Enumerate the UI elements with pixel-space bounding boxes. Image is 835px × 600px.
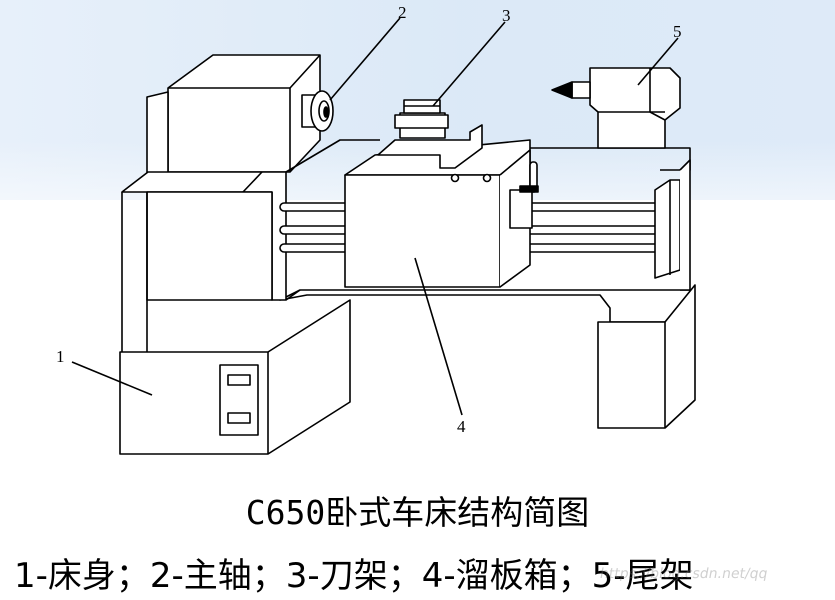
figure-legend: 1-床身；2-主轴；3-刀架；4-溜板箱；5-尾架: [14, 556, 694, 596]
bed-right-end: [654, 159, 691, 291]
callout-2-number: 2: [398, 3, 407, 22]
headstock-top-bevel: [289, 54, 321, 89]
figure-title: C650卧式车床结构简图: [245, 493, 590, 532]
apron-box: [344, 139, 539, 288]
watermark: https://blog.csdn.net/qq: [598, 566, 769, 582]
callout-1-number: 1: [56, 347, 65, 366]
tailstock-edge-3: [649, 111, 666, 121]
tailstock: [551, 67, 681, 149]
cross-slide: [377, 124, 483, 169]
headstock-top-box: [167, 54, 321, 173]
headstock: [121, 54, 691, 352]
apron-bolt-2: [482, 173, 492, 183]
tailstock-body: [589, 67, 681, 149]
callout-4-leader: [414, 257, 463, 416]
control-switch-top: [227, 374, 251, 386]
callout-2-leader: [329, 17, 401, 101]
callout-1-leader: [71, 361, 153, 396]
headstock-front: [146, 191, 273, 301]
lathe-diagram: 1 2 3 4 5: [56, 3, 696, 455]
tailstock-center: [551, 81, 573, 99]
bed-rail-front-joint: [285, 289, 301, 301]
spindle-chuck: [301, 90, 334, 132]
lathe-bed: [119, 284, 696, 455]
control-switch-bottom: [227, 412, 251, 424]
apron-bolt-1: [450, 173, 460, 183]
callouts: [71, 17, 679, 416]
bed-rail-back-left: [285, 139, 380, 173]
callout-4-number: 4: [457, 417, 466, 436]
callout-3-number: 3: [502, 6, 511, 25]
callout-5-number: 5: [673, 22, 682, 41]
bed-rail-back-right: [500, 147, 691, 171]
headstock-front-step: [242, 171, 263, 193]
tool-post-clamp: [394, 114, 449, 129]
callout-5-leader: [637, 37, 679, 86]
tailstock-quill: [571, 81, 591, 99]
callout-3-leader: [432, 21, 506, 107]
apron-front: [344, 174, 501, 288]
headstock-back-panel: [146, 91, 169, 176]
feed-lever: [509, 161, 539, 229]
